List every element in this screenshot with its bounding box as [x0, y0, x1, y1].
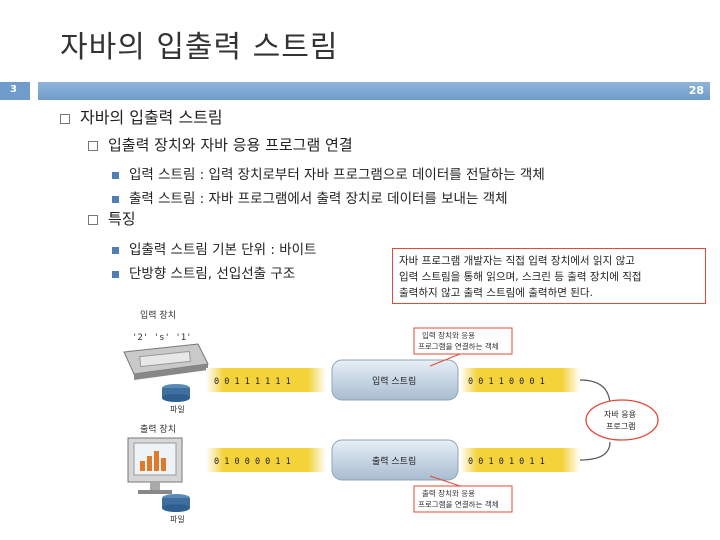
app-label-line: 프로그램	[606, 421, 635, 431]
output-stream-pipe	[331, 439, 459, 481]
output-bits-band-right	[460, 448, 580, 472]
disk-icon	[162, 384, 190, 402]
bullet-text: 자바의 입출력 스트림	[80, 108, 223, 127]
bullet-level3-input-stream: 입력 스트림 : 입력 장치로부터 자바 프로그램으로 데이터를 전달하는 객체	[112, 163, 545, 183]
input-bits-right: 0 0 1 1 0 0 0 1	[468, 377, 545, 387]
input-stream-label: 입력 스트림	[372, 375, 416, 387]
callout-line: 자바 프로그램 개발자는 직접 입력 장치에서 읽지 않고	[399, 255, 635, 267]
input-file-label: 파일	[170, 405, 185, 414]
section-number: 3	[10, 84, 17, 95]
output-bits-right: 0 0 1 0 1 0 1 1	[468, 457, 545, 467]
bullet-text: 입출력 장치와 자바 응용 프로그램 연결	[108, 136, 353, 154]
callout-box: 자바 프로그램 개발자는 직접 입력 장치에서 읽지 않고 입력 스트림을 통해…	[392, 248, 706, 304]
input-bits-band	[206, 368, 326, 392]
input-bits-band-right	[460, 368, 580, 392]
slide-title: 자바의 입출력 스트림	[60, 30, 339, 65]
stream-diagram: 입력 장치 '2' 's' '1' 파일 0 0 1 1 1 1 1 1 입력 …	[123, 309, 659, 524]
callout-line: 입력 스트림을 통해 읽으며, 스크린 등 출력 장치에 직접	[399, 271, 642, 283]
output-connector-note	[413, 485, 513, 513]
hollow-square-bullet-icon	[88, 214, 98, 225]
output-stream-label: 출력 스트림	[372, 455, 416, 467]
bullet-text: 특징	[108, 210, 136, 228]
output-note-line: 출력 장치와 응용	[422, 488, 475, 498]
input-note-line: 입력 장치와 응용	[422, 330, 475, 340]
callout-line: 출력하지 않고 출력 스트림에 출력하면 된다.	[399, 287, 593, 299]
bullet-level2-connection: 입출력 장치와 자바 응용 프로그램 연결	[88, 134, 353, 155]
app-label-line: 자바 응용	[604, 409, 636, 419]
bullet-text: 단방향 스트림, 선입선출 구조	[129, 266, 296, 282]
input-bits-left: 0 0 1 1 1 1 1 1	[214, 377, 291, 387]
hollow-square-bullet-icon	[88, 140, 98, 151]
bullet-text: 입출력 스트림 기본 단위 : 바이트	[129, 242, 317, 258]
bullet-level3-fifo: 단방향 스트림, 선입선출 구조	[112, 262, 295, 282]
input-connector-note	[413, 327, 513, 355]
bullet-level1-streams: 자바의 입출력 스트림	[60, 104, 223, 128]
disk-icon	[162, 494, 190, 512]
bullet-text: 입력 스트림 : 입력 장치로부터 자바 프로그램으로 데이터를 전달하는 객체	[129, 167, 545, 183]
output-bits-band	[206, 448, 326, 472]
bullet-level3-output-stream: 출력 스트림 : 자바 프로그램에서 출력 장치로 데이터를 보내는 객체	[112, 187, 508, 207]
filled-square-bullet-icon	[112, 246, 119, 254]
filled-square-bullet-icon	[112, 171, 119, 179]
page-number: 28	[688, 84, 704, 97]
output-device-label: 출력 장치	[140, 423, 176, 435]
output-bits-left: 0 1 0 0 0 0 1 1	[214, 457, 291, 467]
java-app-node	[585, 399, 659, 441]
filled-square-bullet-icon	[112, 195, 119, 203]
input-note-line: 프로그램을 연결하는 객체	[418, 341, 499, 351]
output-file-label: 파일	[170, 515, 185, 524]
header-accent-bar	[38, 82, 710, 100]
bullet-level2-features: 특징	[88, 208, 136, 229]
hollow-square-bullet-icon	[60, 113, 70, 124]
keyboard-icon	[123, 343, 209, 380]
filled-square-bullet-icon	[112, 270, 119, 278]
bullet-level3-byte-unit: 입출력 스트림 기본 단위 : 바이트	[112, 238, 316, 258]
output-note-line: 프로그램을 연결하는 객체	[418, 499, 499, 509]
monitor-icon	[127, 437, 183, 494]
left-accent-bar	[0, 82, 30, 100]
bullet-text: 출력 스트림 : 자바 프로그램에서 출력 장치로 데이터를 보내는 객체	[129, 191, 508, 207]
input-chars: '2' 's' '1'	[132, 333, 192, 343]
input-stream-pipe	[331, 359, 459, 401]
input-device-label: 입력 장치	[140, 309, 176, 321]
